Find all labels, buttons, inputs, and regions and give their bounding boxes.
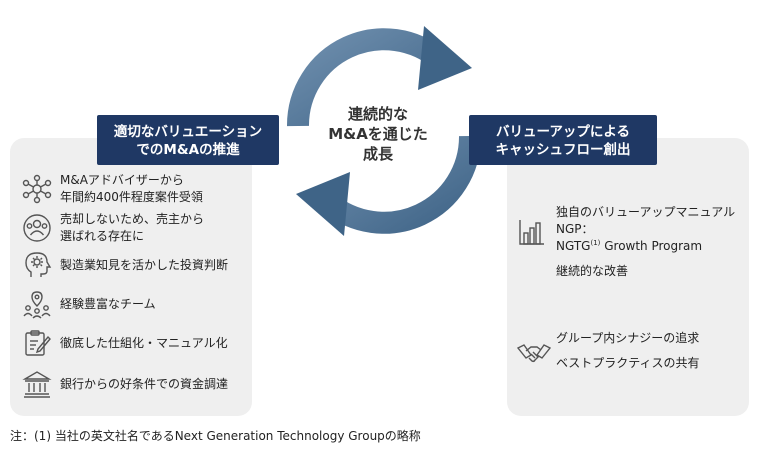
left-section-label: 適切なバリュエーション でのM&Aの推進 <box>97 115 279 165</box>
left-item-3: 製造業知見を活かした投資判断 <box>22 250 228 280</box>
right-panel <box>507 138 749 416</box>
center-line-1: 連続的な <box>347 105 408 123</box>
lower-arrow-arc <box>320 135 482 234</box>
bank-icon <box>22 369 52 399</box>
center-line-2: M&Aを通じた <box>328 125 428 143</box>
handshake-icon <box>516 338 552 368</box>
left-item-3-line-1: 製造業知見を活かした投資判断 <box>60 257 229 272</box>
right-label-line-1: バリューアップによる <box>495 124 631 140</box>
footnote-marker: (1) <box>590 239 601 247</box>
center-line-3: 成長 <box>362 145 393 163</box>
left-item-2: 売却しないため、売主から 選ばれる存在に <box>22 211 204 245</box>
left-item-1-line-2: 年間約400件程度案件受領 <box>60 190 203 204</box>
lower-arrow-head <box>296 172 350 236</box>
clipboard-pen-icon <box>22 328 52 358</box>
right-item-2: グループ内シナジーの追求 ベストプラクティスの共有 <box>556 330 700 372</box>
center-title: 連続的な M&Aを通じた 成長 <box>318 104 438 164</box>
upper-arrow-head <box>418 26 472 90</box>
upper-arrow-arc <box>286 28 448 127</box>
network-icon <box>22 174 52 204</box>
right-item-2-line-1: グループ内シナジーの追求 <box>556 331 700 345</box>
left-item-4: 経験豊富なチーム <box>22 289 156 319</box>
left-label-line-1: 適切なバリュエーション <box>113 124 263 140</box>
right-item-2-line-2: ベストプラクティスの共有 <box>556 356 700 370</box>
right-label-line-2: キャッシュフロー創出 <box>495 142 631 158</box>
right-item-1-line-3: NGTG(1) Growth Program <box>556 238 735 255</box>
growth-program-text: Growth Program <box>600 239 703 253</box>
ngtg-text: NGTG <box>556 239 591 253</box>
left-item-4-line-1: 経験豊富なチーム <box>60 296 156 311</box>
right-item-1-line-4: 継続的な改善 <box>556 264 629 278</box>
right-item-1-line-1: 独自のバリューアップマニュアル <box>556 205 736 219</box>
bar-chart-icon <box>517 217 547 247</box>
footnote: 注：(1) 当社の英文社名であるNext Generation Technolo… <box>10 429 421 443</box>
left-item-1: M&Aアドバイザーから 年間約400件程度案件受領 <box>22 172 203 206</box>
left-label-line-2: でのM&Aの推進 <box>136 142 240 158</box>
right-section-label: バリューアップによる キャッシュフロー創出 <box>469 115 657 165</box>
left-item-2-line-2: 選ばれる存在に <box>60 229 145 243</box>
left-item-6-line-1: 銀行からの好条件での資金調達 <box>60 376 229 391</box>
team-icon <box>22 289 52 319</box>
left-item-2-line-1: 売却しないため、売主から <box>60 212 205 226</box>
left-item-5-line-1: 徹底した仕組化・マニュアル化 <box>60 335 228 350</box>
head-gear-icon <box>22 250 52 280</box>
cycle-arrows <box>286 26 482 236</box>
left-item-1-line-1: M&Aアドバイザーから <box>60 173 184 187</box>
people-icon <box>22 213 52 243</box>
left-item-5: 徹底した仕組化・マニュアル化 <box>22 328 228 358</box>
left-item-6: 銀行からの好条件での資金調達 <box>22 369 228 399</box>
right-item-1: 独自のバリューアップマニュアル NGP： NGTG(1) Growth Prog… <box>556 204 735 280</box>
right-item-1-line-2: NGP： <box>556 222 594 236</box>
